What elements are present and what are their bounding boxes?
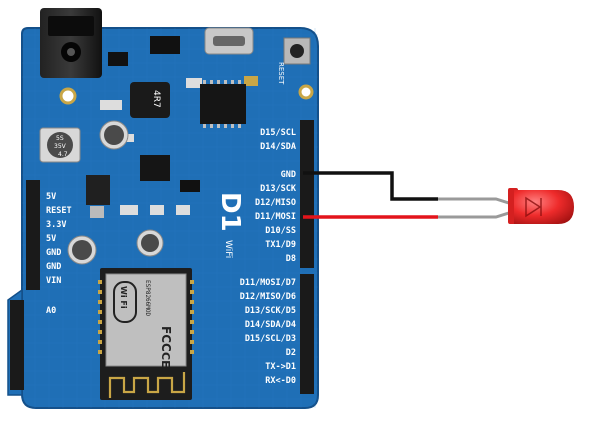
- usb-serial-ic: [200, 80, 246, 128]
- right-pin-label: TX1/D9: [265, 240, 296, 250]
- left-pin-label: RESET: [46, 206, 72, 216]
- pcb-antenna: [108, 372, 186, 398]
- capacitor-2: [99, 120, 129, 150]
- esp8266-module: Wi Fi ESP8266MOD FCC CE: [98, 268, 194, 400]
- left-pin-label: 3.3V: [46, 220, 66, 230]
- right-pin-labels: D15/SCL D14/SDA GND D13/SCK D12/MISO D11/MOSI…: [240, 128, 297, 386]
- right-pin-label: D11/MOSI: [255, 212, 296, 222]
- right-pin-label: D2: [286, 348, 296, 358]
- right-pin-label: D15/SCL/D3: [245, 334, 296, 344]
- inductor-label: 4R7: [151, 90, 161, 108]
- fcc-mark: FCC: [159, 326, 173, 352]
- right-pin-label: D14/SDA/D4: [245, 320, 296, 330]
- led-die: [525, 196, 542, 218]
- reset-button: RESET: [277, 37, 311, 85]
- capacitor-1: 5S 35V 4.7: [39, 127, 81, 163]
- left-header: [10, 180, 40, 390]
- capacitor-4: [136, 229, 164, 257]
- led-lens: [514, 190, 574, 224]
- cap-label: 35V: [54, 143, 67, 150]
- reset-label: RESET: [277, 62, 285, 85]
- led-cathode-leg: [438, 197, 513, 206]
- right-pin-label: RX<-D0: [265, 376, 296, 386]
- right-pin-label: D10/SS: [265, 226, 296, 236]
- board-subtitle: WiFi: [223, 240, 233, 258]
- left-pin-label: 5V: [46, 192, 56, 202]
- right-pin-label: D12/MISO: [255, 198, 296, 208]
- inductor-4r7: 4R7: [130, 82, 170, 118]
- regulator-ic: [140, 155, 170, 181]
- right-pin-label: D8: [286, 254, 296, 264]
- right-pin-label: GND: [281, 170, 296, 180]
- capacitor-3: [67, 235, 97, 265]
- right-pin-label: TX->D1: [265, 362, 296, 372]
- right-pin-label: D11/MOSI/D7: [240, 278, 296, 288]
- smd-components: [100, 36, 258, 215]
- gnd-wire: [303, 171, 438, 201]
- wifi-logo: Wi Fi: [113, 281, 137, 323]
- wires: [303, 171, 438, 219]
- right-pin-label: D15/SCL: [260, 128, 296, 138]
- ce-mark: CE: [159, 352, 172, 368]
- led-anode-leg: [438, 210, 513, 219]
- right-pin-label: D13/SCK: [260, 184, 297, 194]
- left-pin-label: 5V: [46, 234, 56, 244]
- mount-hole: [59, 87, 77, 105]
- module-chip-text: ESP8266MOD: [144, 280, 151, 317]
- board-title: D1: [215, 192, 245, 232]
- micro-usb-port: [204, 27, 254, 55]
- left-pin-labels: 5V RESET 3.3V 5V GND GND VIN A0: [46, 192, 72, 316]
- left-pin-label: VIN: [46, 276, 61, 286]
- right-pin-label: D13/SCK/D5: [245, 306, 296, 316]
- left-pin-label: GND: [46, 248, 61, 258]
- wifi-label: Wi Fi: [119, 286, 128, 309]
- red-led: [438, 188, 574, 224]
- voltage-regulator: [86, 175, 110, 218]
- left-pin-label: GND: [46, 262, 61, 272]
- left-pin-label: A0: [46, 306, 56, 316]
- right-pin-label: D12/MISO/D6: [240, 292, 296, 302]
- dc-barrel-jack: [40, 8, 102, 78]
- right-header: [300, 120, 314, 394]
- mount-hole: [298, 84, 314, 100]
- cap-label: 5S: [56, 135, 64, 142]
- right-pin-label: D14/SDA: [260, 142, 296, 152]
- cap-label: 4.7: [58, 151, 68, 158]
